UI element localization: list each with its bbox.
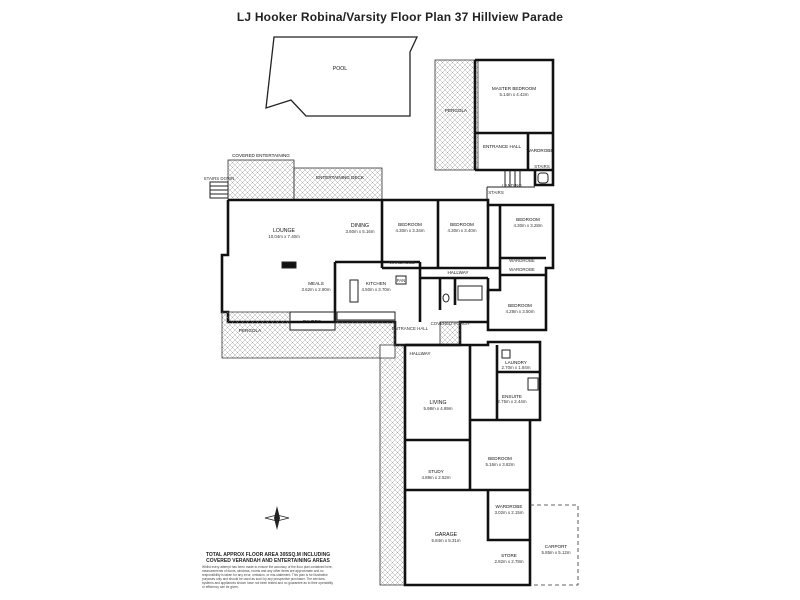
label-bedroom-1: BEDROOM xyxy=(398,222,422,227)
compass-icon xyxy=(264,506,290,530)
label-pavers: PAVERS xyxy=(303,319,321,324)
total-area-note: TOTAL APPROX FLOOR AREA 305SQ.M INCLUDIN… xyxy=(205,552,331,564)
label-master-bedroom: MASTER BEDROOM xyxy=(492,86,536,91)
page-title: LJ Hooker Robina/Varsity Floor Plan 37 H… xyxy=(236,10,564,24)
label-stairs-down: STAIRS DOWN xyxy=(204,176,235,181)
label-entrance-hall-upper: ENTRANCE HALL xyxy=(483,144,521,149)
bathroom-fixture xyxy=(457,285,483,301)
stair-lines xyxy=(486,170,535,200)
lower-wing-hatch xyxy=(379,344,406,586)
label-pergola-left: PERGOLA xyxy=(239,328,262,333)
internal-walls-upper xyxy=(333,200,546,322)
stairs-down-lines xyxy=(210,185,228,195)
label-covered-porch: COVERED PORCH xyxy=(431,321,470,326)
label-pergola-top: PERGOLA xyxy=(445,108,468,113)
label-pantry: PAN xyxy=(397,278,406,283)
label-dining: DINING xyxy=(351,223,369,229)
label-living: LIVING xyxy=(429,400,446,406)
kitchen-bench xyxy=(336,311,396,321)
label-kitchen: KITCHEN xyxy=(366,281,386,286)
disclaimer-text: Whilst every attempt has been made to en… xyxy=(202,565,333,589)
master-suite-walls xyxy=(473,58,555,187)
covered-entertaining-area xyxy=(227,159,295,201)
kitchen-island xyxy=(349,279,359,303)
label-covered-entertaining: COVERED ENTERTAINING xyxy=(232,153,290,158)
size-lounge: 10.04m x 7.40m xyxy=(268,234,300,239)
pantry-box xyxy=(395,275,407,285)
size-ensuite: 2.75m x 2.44m xyxy=(497,399,526,404)
ensuite-fixture xyxy=(537,172,549,184)
label-bedroom-3: BEDROOM xyxy=(516,217,540,222)
size-kitchen: 4.50m x 3.70m xyxy=(361,287,390,292)
label-garage: GARAGE xyxy=(435,532,458,538)
size-laundry: 2.70m x 1.84m xyxy=(501,365,530,370)
size-garage: 5.84m x 5.31m xyxy=(431,538,460,543)
size-wardrobe-5: 3.02m x 2.15m xyxy=(494,510,523,515)
fireplace xyxy=(281,261,297,269)
size-master-bedroom: 5.14m x 4.42m xyxy=(499,92,528,97)
size-store: 2.82m x 2.78m xyxy=(494,559,523,564)
pergola-top-area xyxy=(434,59,479,171)
label-wardrobe-3b: WARDROBE xyxy=(509,267,535,272)
size-bedroom-1: 4.30m x 3.34m xyxy=(395,228,424,233)
size-meals: 3.62m x 2.80m xyxy=(301,287,330,292)
label-store: STORE xyxy=(501,553,517,558)
label-bedroom-5: BEDROOM xyxy=(488,456,512,461)
label-wardrobe-3a: WARDROBE xyxy=(509,258,535,263)
label-landing: LANDING xyxy=(502,183,522,188)
label-pool: POOL xyxy=(333,66,348,72)
size-bedroom-2: 4.30m x 3.40m xyxy=(447,228,476,233)
entertaining-deck-area xyxy=(293,167,383,201)
label-bedroom-4: BEDROOM xyxy=(508,303,532,308)
laundry-fixture xyxy=(501,349,511,359)
label-entertaining-deck: ENTERTAINING DECK xyxy=(316,175,365,180)
label-study: STUDY xyxy=(428,469,444,474)
size-bedroom-4: 4.28m x 3.50m xyxy=(505,309,534,314)
label-meals: MEALS xyxy=(308,281,324,286)
label-hallway-lower: HALLWAY xyxy=(409,351,430,356)
size-bedroom-5: 5.16m x 3.82m xyxy=(485,462,514,467)
pool-outline xyxy=(265,36,419,117)
size-bedroom-3: 4.30m x 3.28m xyxy=(513,223,542,228)
label-wardrobe-master: WARDROBE xyxy=(527,148,554,153)
size-dining: 3.60m x 5.16m xyxy=(345,229,374,234)
lower-wing-walls xyxy=(403,340,542,587)
label-carport: CARPORT xyxy=(545,544,568,549)
size-carport: 5.85m x 5.12m xyxy=(541,550,570,555)
ensuite-shower xyxy=(527,377,539,391)
carport-outline xyxy=(530,504,579,586)
label-wardrobe-5: WARDROBE xyxy=(496,504,523,509)
label-bedroom-2: BEDROOM xyxy=(450,222,474,227)
pavers-area xyxy=(289,311,336,331)
label-ensuite: ENSUITE xyxy=(502,394,522,399)
label-wardrobe-1: WARDROBE xyxy=(389,260,415,265)
label-laundry: LAUNDRY xyxy=(505,360,527,365)
label-lounge: LOUNGE xyxy=(273,228,295,234)
label-stairs-mid: STAIRS xyxy=(488,190,504,195)
toilet-fixture xyxy=(442,293,450,303)
label-stairs-upper: STAIRS xyxy=(534,164,550,169)
label-hallway-upper: HALLWAY xyxy=(447,270,468,275)
label-entrance-hall-lower: ENTRANCE HALL xyxy=(392,326,429,331)
size-living: 5.98m x 4.89m xyxy=(423,406,452,411)
size-study: 4.89m x 2.52m xyxy=(421,475,450,480)
